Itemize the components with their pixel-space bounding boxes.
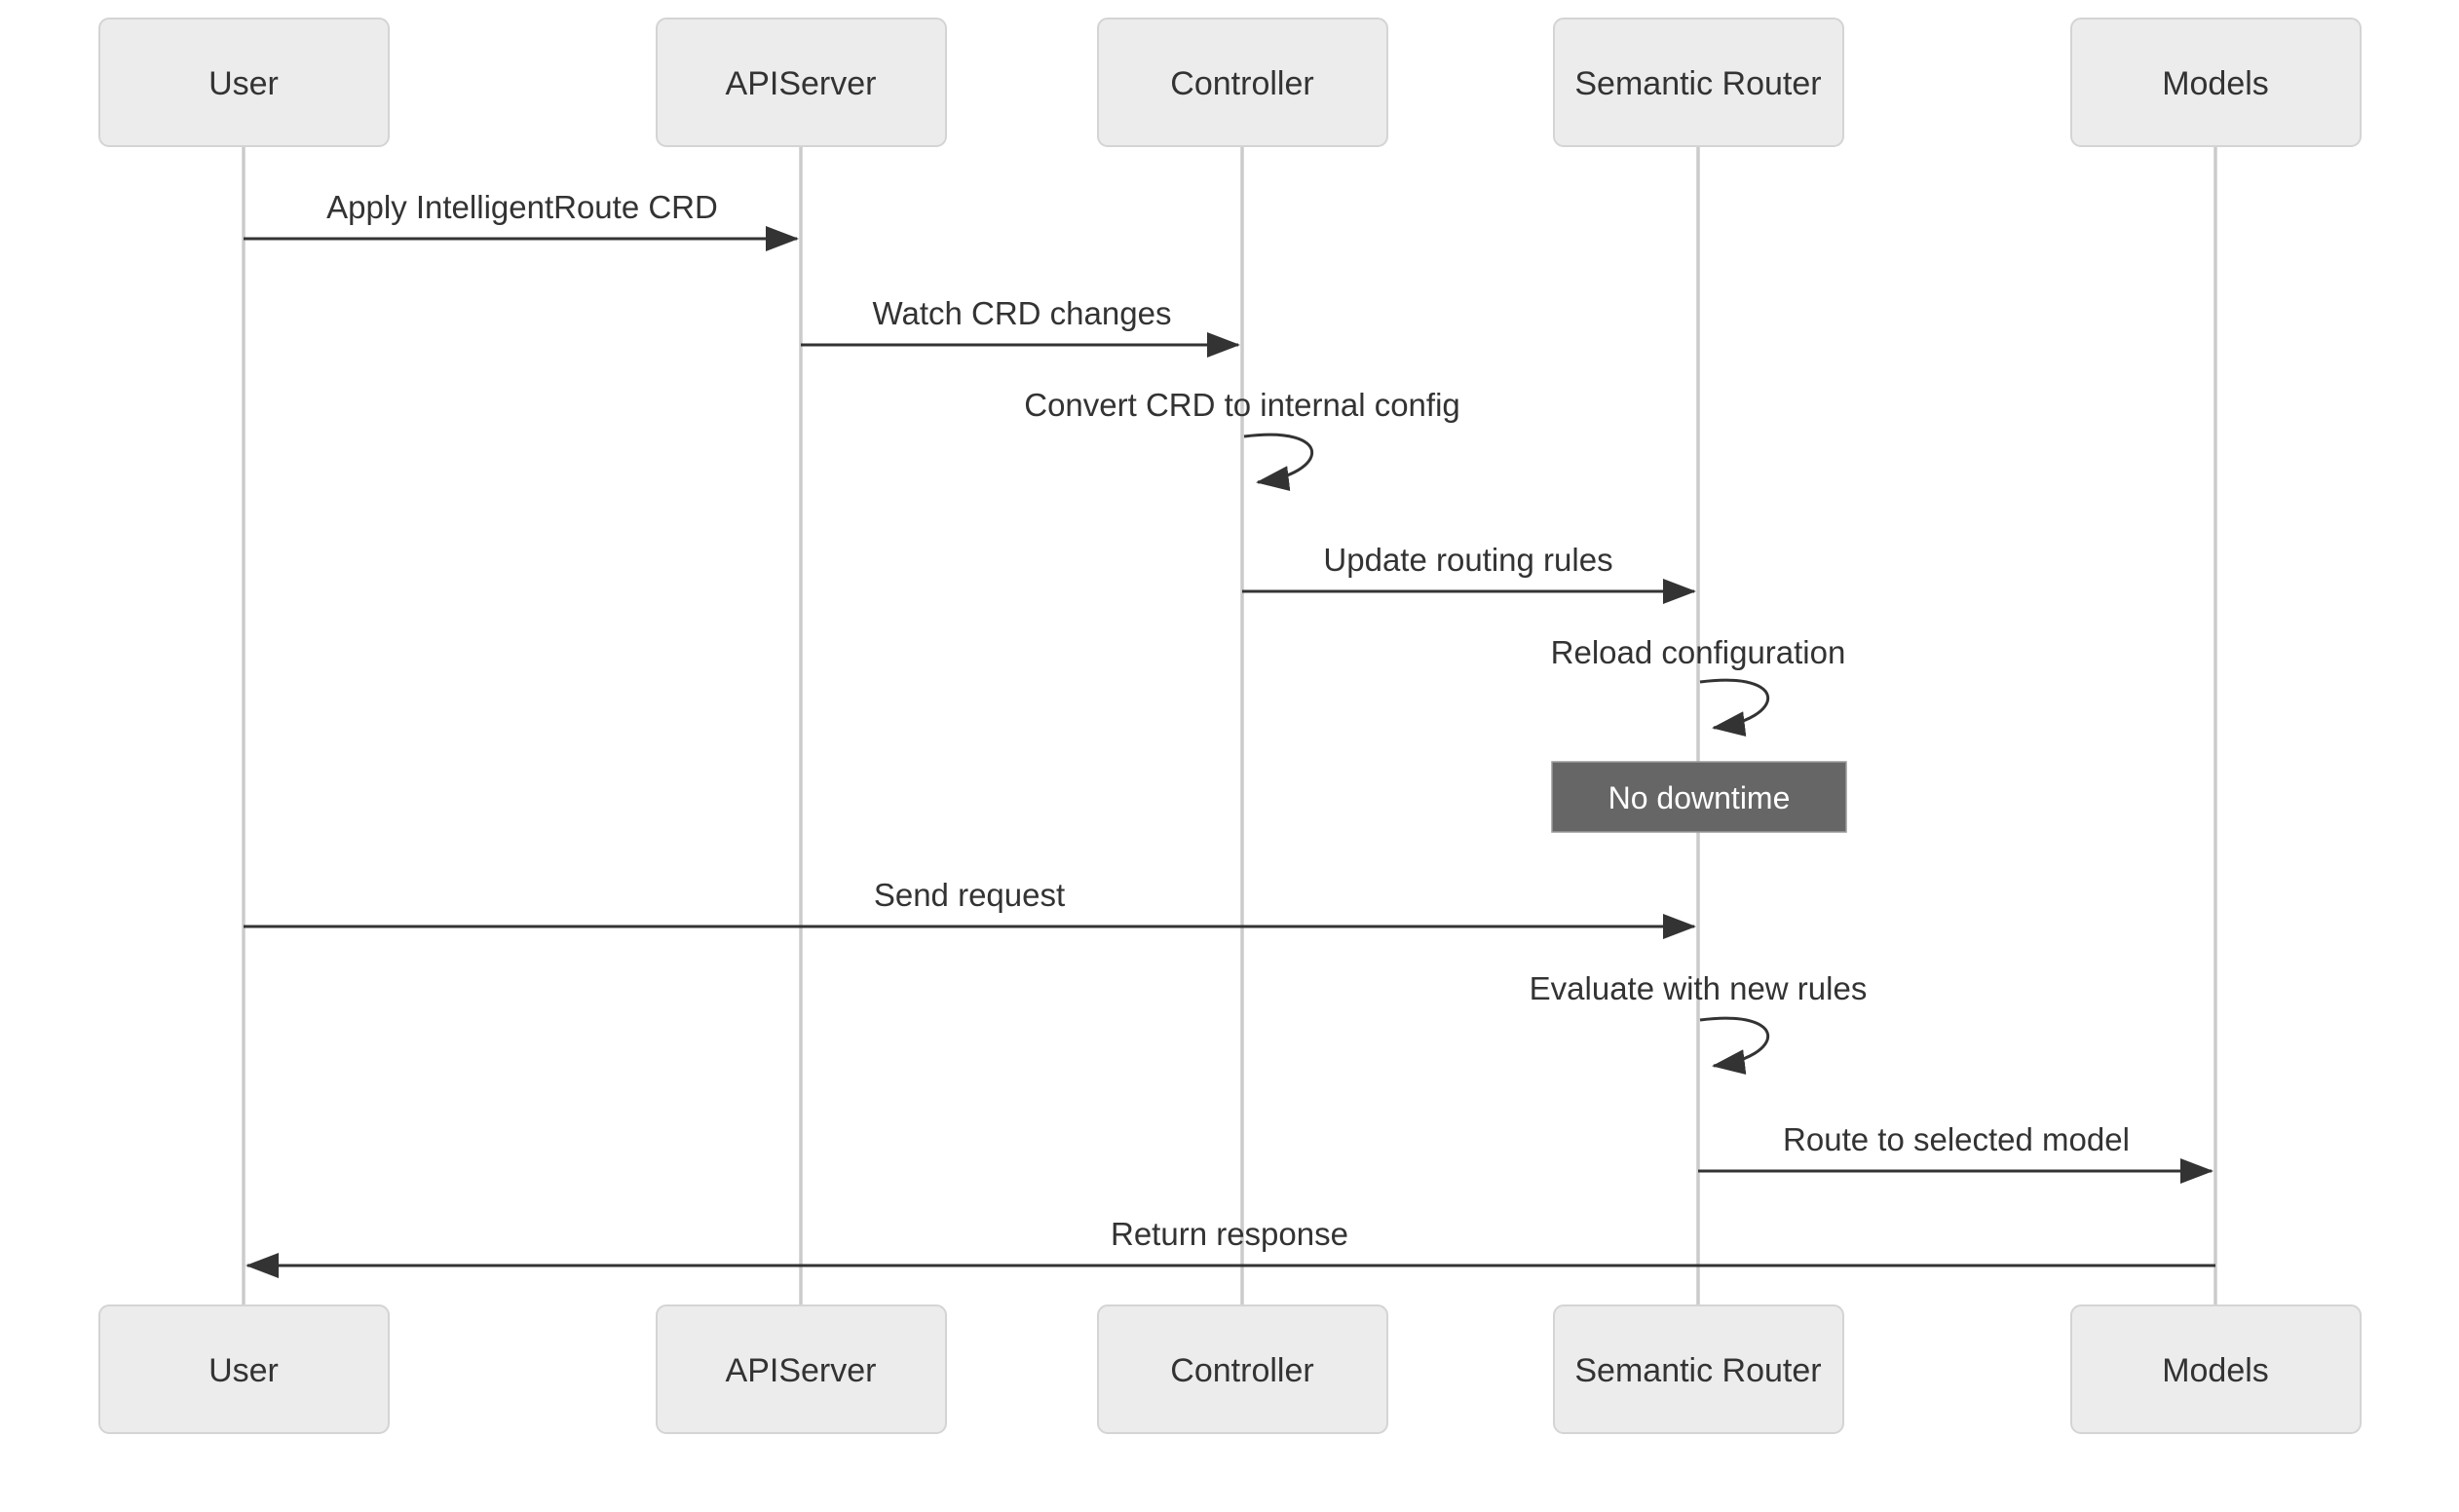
- actor-label-controller-bottom: Controller: [1170, 1352, 1313, 1389]
- message-label-route-to-selected-model: Route to selected model: [1783, 1121, 2130, 1157]
- actor-box-models-bottom: [2070, 1304, 2362, 1434]
- actor-box-user-bottom: [98, 1304, 390, 1434]
- messages: Apply IntelligentRoute CRD Watch CRD cha…: [244, 189, 2215, 1278]
- actor-box-apiserver-top: [656, 18, 947, 147]
- message-label-update-routing-rules: Update routing rules: [1323, 542, 1612, 578]
- actor-label-models-top: Models: [2162, 65, 2269, 102]
- message-label-return-response: Return response: [1111, 1216, 1348, 1252]
- actor-box-semantic-router-bottom: [1553, 1304, 1844, 1434]
- actor-label-user-top: User: [208, 65, 279, 102]
- message-label-evaluate-with-new-rules: Evaluate with new rules: [1530, 970, 1868, 1006]
- self-loop-convert-crd: [1243, 433, 1314, 492]
- self-loop-reload-configuration: [1699, 678, 1770, 737]
- actor-label-apiserver-top: APIServer: [726, 65, 877, 102]
- actor-label-user-bottom: User: [208, 1352, 279, 1389]
- actor-box-semantic-router-top: [1553, 18, 1844, 147]
- message-label-send-request: Send request: [874, 877, 1065, 913]
- actor-label-semantic-router-bottom: Semantic Router: [1574, 1352, 1821, 1389]
- self-loop-evaluate-with-new-rules: [1699, 1016, 1770, 1076]
- actor-row-bottom: User APIServer Controller Semantic Route…: [98, 1304, 2362, 1434]
- actor-label-apiserver-bottom: APIServer: [726, 1352, 877, 1389]
- actor-box-user-top: [98, 18, 390, 147]
- note-label-no-downtime: No downtime: [1608, 780, 1791, 815]
- actor-box-apiserver-bottom: [656, 1304, 947, 1434]
- actor-label-models-bottom: Models: [2162, 1352, 2269, 1389]
- message-label-apply-intelligentroute-crd: Apply IntelligentRoute CRD: [326, 189, 718, 225]
- actor-box-models-top: [2070, 18, 2362, 147]
- actor-box-controller-bottom: [1097, 1304, 1388, 1434]
- actor-label-controller-top: Controller: [1170, 65, 1313, 102]
- note-box-no-downtime: [1551, 761, 1847, 833]
- lifelines: [242, 146, 2217, 1305]
- actor-row-top: User APIServer Controller Semantic Route…: [98, 18, 2362, 147]
- message-label-convert-crd: Convert CRD to internal config: [1024, 387, 1460, 423]
- message-label-reload-configuration: Reload configuration: [1551, 634, 1846, 670]
- actor-label-semantic-router-top: Semantic Router: [1574, 65, 1821, 102]
- actor-box-controller-top: [1097, 18, 1388, 147]
- message-label-watch-crd-changes: Watch CRD changes: [873, 295, 1172, 331]
